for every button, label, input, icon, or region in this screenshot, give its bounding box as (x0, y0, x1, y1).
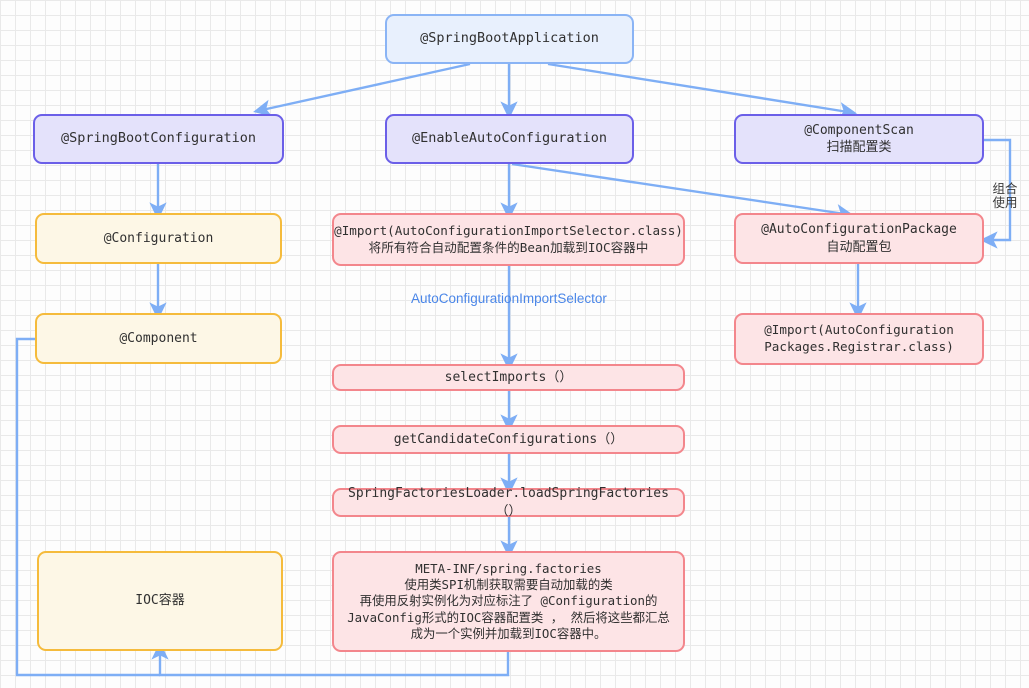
edge-metainf-to-ioc (151, 641, 510, 677)
edge-app-to-bootconfig (253, 62, 471, 117)
node-load-spring-factories[interactable]: SpringFactoriesLoader.loadSpringFactorie… (332, 486, 685, 519)
node-auto-configuration-package[interactable]: @AutoConfigurationPackage 自动配置包 (734, 213, 984, 264)
node-spring-boot-application[interactable]: @SpringBootApplication (385, 14, 634, 64)
node-ioc-container[interactable]: IOC容器 (37, 551, 283, 651)
node-import-auto-configuration-packages-registrar[interactable]: @Import(AutoConfiguration Packages.Regis… (734, 313, 984, 365)
node-select-imports[interactable]: selectImports（） (332, 364, 685, 391)
label-auto-configuration-import-selector: AutoConfigurationImportSelector (411, 291, 607, 306)
edge-enableauto-to-autoconfigpackage (511, 162, 855, 222)
node-spring-boot-configuration[interactable]: @SpringBootConfiguration (33, 114, 284, 164)
node-get-candidate-configurations[interactable]: getCandidateConfigurations（） (332, 425, 685, 454)
node-import-auto-configuration-import-selector[interactable]: @Import(AutoConfigurationImportSelector.… (332, 213, 685, 266)
node-meta-inf-spring-factories-detail[interactable]: META-INF/spring.factories 使用类SPI机制获取需要自动… (332, 551, 685, 652)
node-configuration[interactable]: @Configuration (35, 213, 282, 264)
node-enable-auto-configuration[interactable]: @EnableAutoConfiguration (385, 114, 634, 164)
node-component[interactable]: @Component (35, 313, 282, 364)
edge-app-to-componentscan (547, 62, 858, 120)
node-component-scan[interactable]: @ComponentScan 扫描配置类 (734, 114, 984, 164)
label-combination-use: 组合 使用 (992, 181, 1018, 211)
